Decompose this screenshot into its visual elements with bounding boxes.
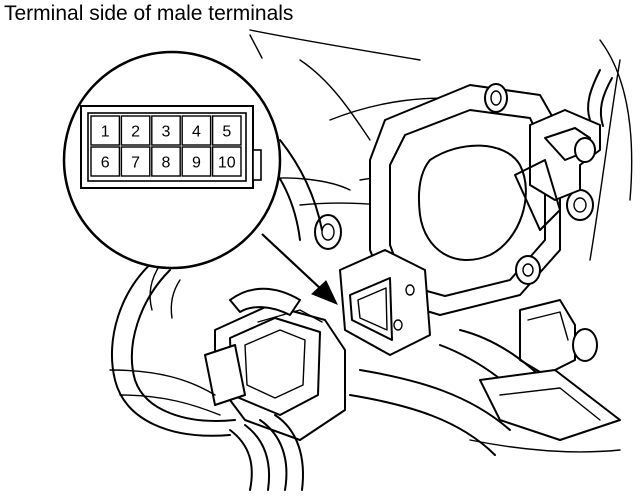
terminal-number: 6 xyxy=(101,155,110,172)
terminal-cell xyxy=(120,115,151,146)
terminal-cell xyxy=(181,115,212,146)
terminal-cell xyxy=(151,115,181,146)
terminal-number: 7 xyxy=(131,155,140,172)
terminal-cell xyxy=(90,115,121,146)
arrow-icon xyxy=(261,233,339,305)
terminal-number: 2 xyxy=(131,124,140,141)
terminal-number: 4 xyxy=(192,124,201,141)
terminal-cell xyxy=(211,146,242,177)
terminal-cell xyxy=(181,146,212,177)
terminal-number: 8 xyxy=(162,155,171,172)
terminal-number: 1 xyxy=(101,124,110,141)
terminal-cell xyxy=(90,146,121,177)
terminal-cell xyxy=(211,115,242,146)
terminal-number: 5 xyxy=(222,124,231,141)
terminal-number: 10 xyxy=(218,155,236,172)
connector-face: 1 2 3 4 5 6 7 8 9 10 xyxy=(80,105,262,189)
engine-assembly xyxy=(109,29,633,491)
terminal-number: 3 xyxy=(162,124,171,141)
terminal-cell xyxy=(120,146,151,177)
terminal-cell xyxy=(151,146,181,177)
terminal-number: 9 xyxy=(192,155,201,172)
diagram-caption: Terminal side of male terminals xyxy=(4,2,294,25)
